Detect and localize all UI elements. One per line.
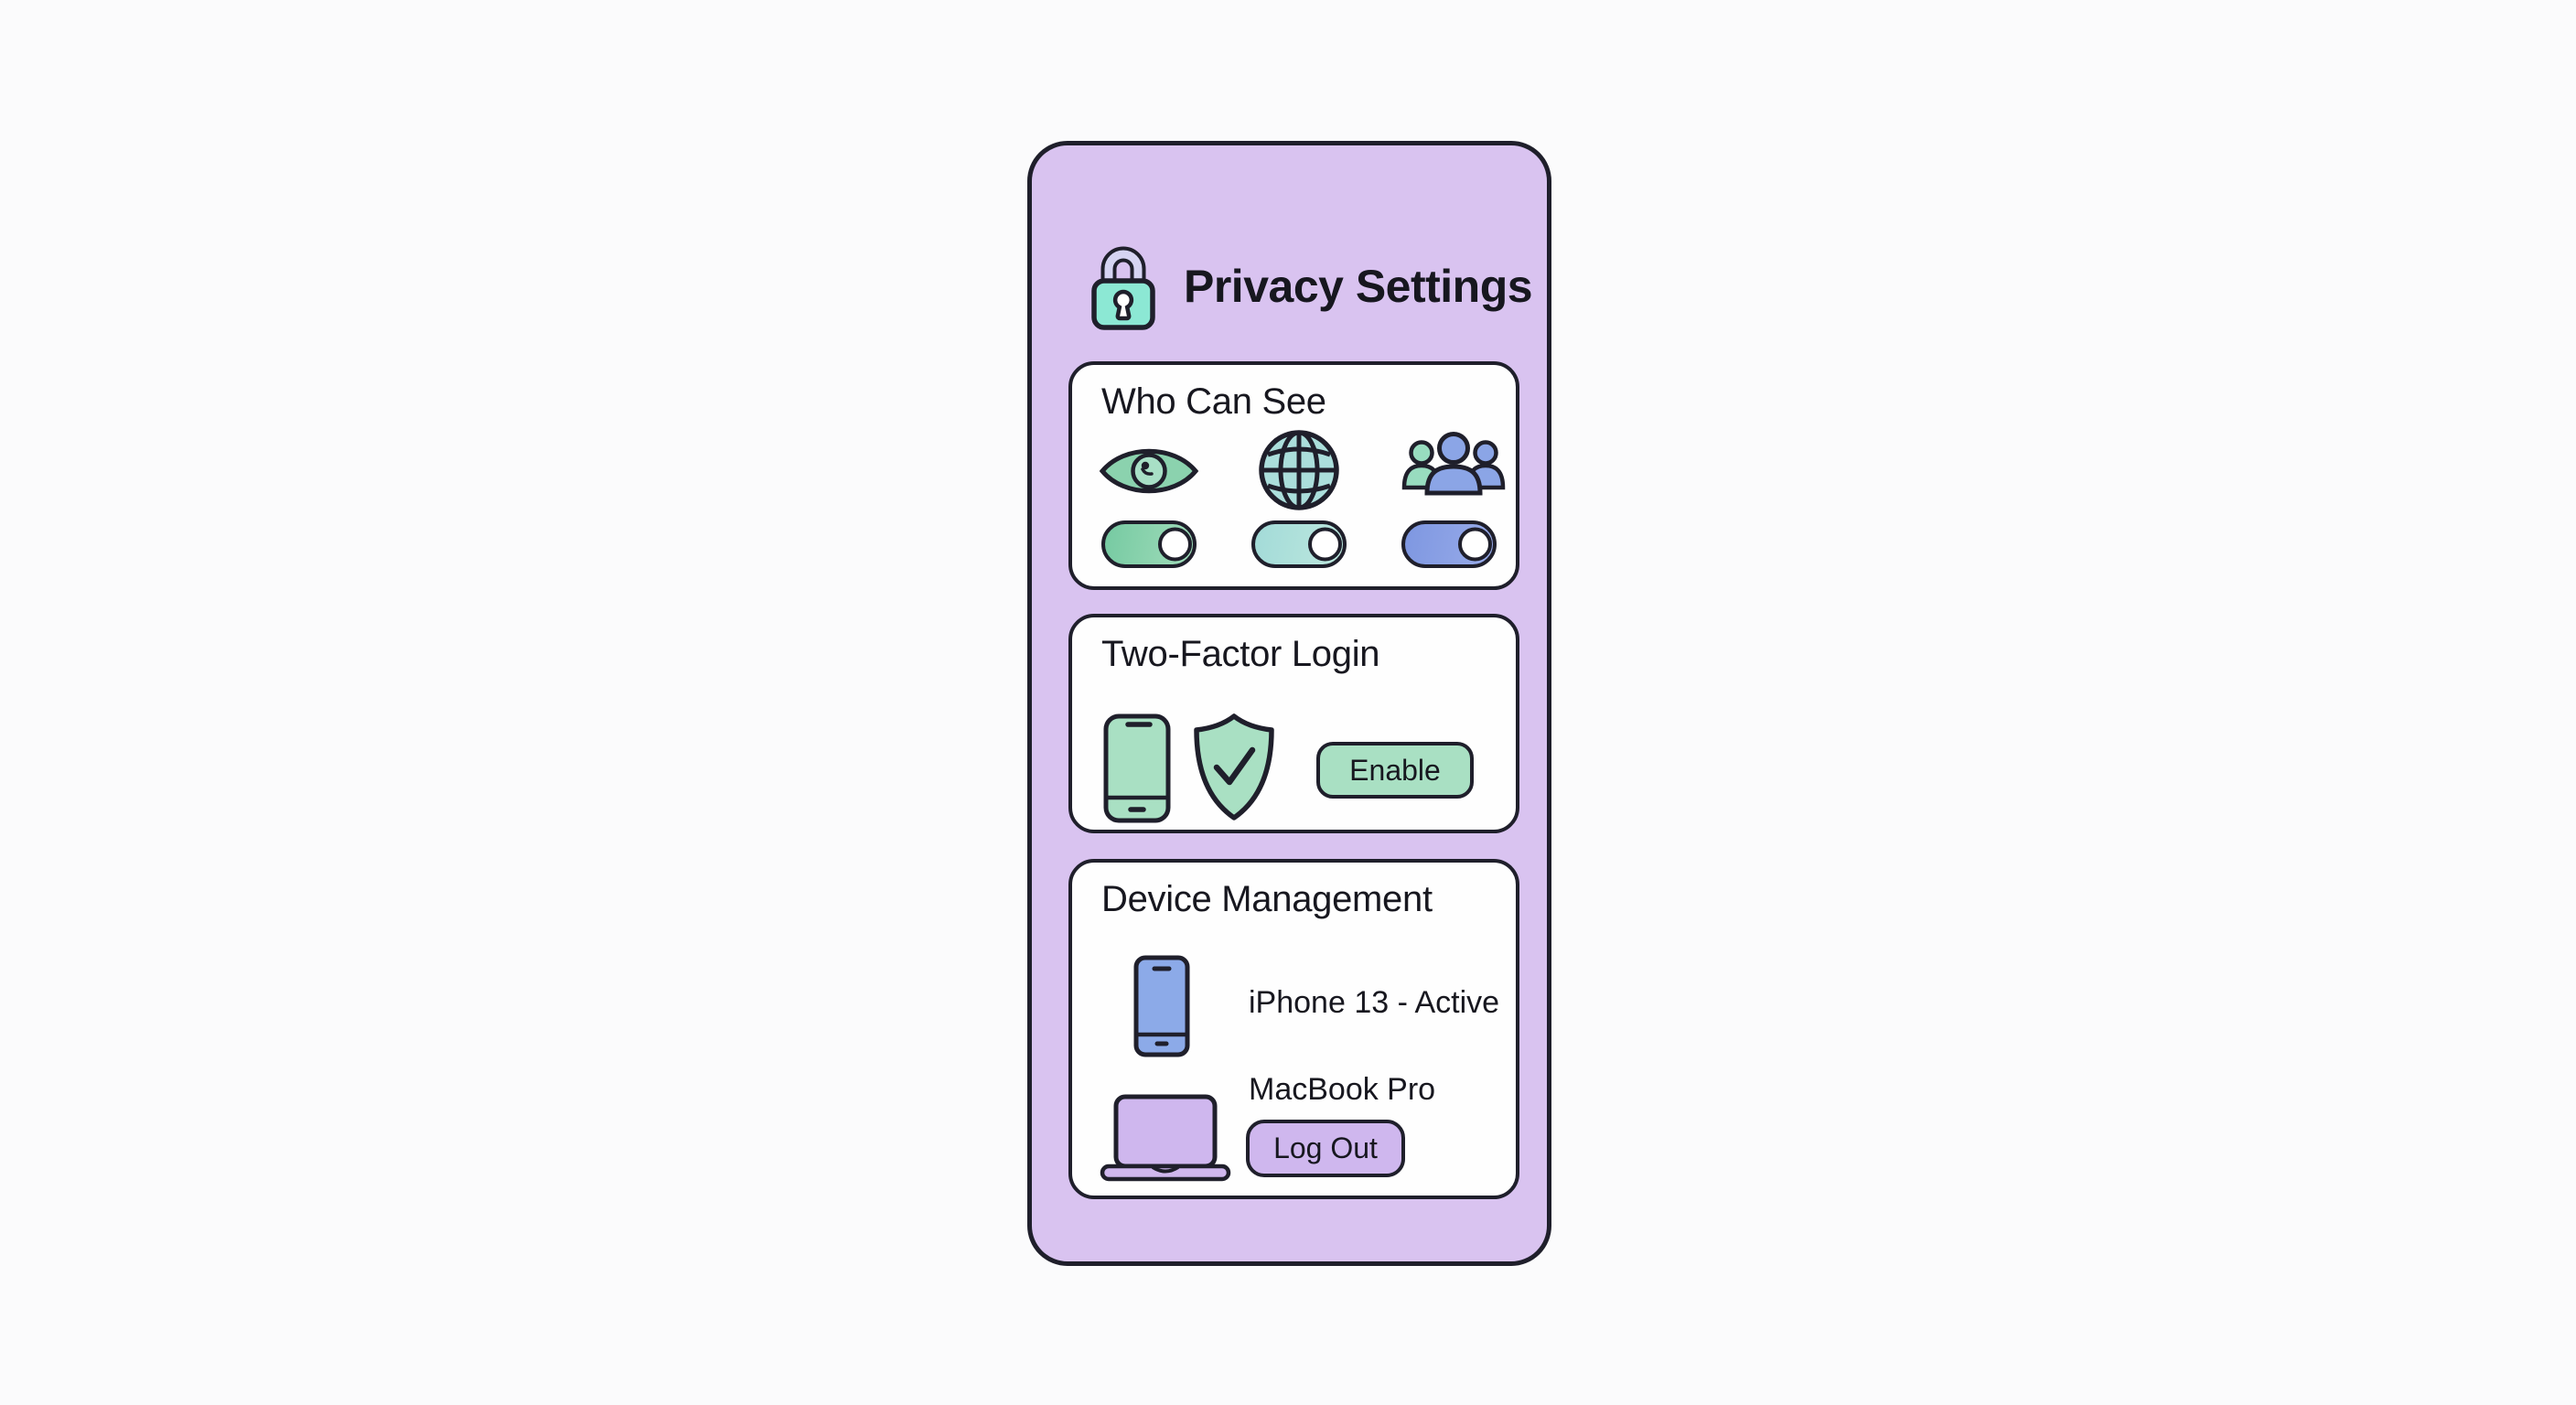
lock-icon	[1089, 241, 1158, 331]
smartphone-icon	[1102, 713, 1172, 829]
two-factor-title: Two-Factor Login	[1101, 634, 1380, 674]
who-can-see-title: Who Can See	[1101, 381, 1326, 422]
privacy-settings-card: Privacy Settings Who Can See	[1027, 141, 1551, 1266]
smartphone-icon	[1132, 954, 1191, 1063]
logout-button[interactable]: Log Out	[1246, 1120, 1405, 1177]
device-management-title: Device Management	[1101, 879, 1433, 919]
visibility-toggle-globe[interactable]	[1251, 520, 1347, 568]
toggle-knob	[1158, 527, 1192, 562]
eye-icon	[1097, 438, 1201, 509]
visibility-toggle-eye[interactable]	[1101, 520, 1197, 568]
globe-icon	[1257, 428, 1341, 517]
page-title: Privacy Settings	[1184, 261, 1533, 312]
shield-check-icon	[1186, 711, 1282, 829]
enable-button[interactable]: Enable	[1316, 742, 1474, 799]
people-icon	[1397, 426, 1510, 515]
device-label-macbook: MacBook Pro	[1249, 1072, 1436, 1107]
toggle-knob	[1458, 527, 1492, 562]
device-label-iphone: iPhone 13 - Active	[1249, 985, 1500, 1020]
laptop-icon	[1100, 1093, 1231, 1187]
card-header: Privacy Settings	[1089, 241, 1533, 332]
visibility-toggle-people[interactable]	[1401, 520, 1497, 568]
who-can-see-section: Who Can See	[1068, 361, 1519, 590]
two-factor-section: Two-Factor Login Enable	[1068, 614, 1519, 833]
toggle-knob	[1308, 527, 1342, 562]
device-management-section: Device Management iPhone 13 - Active Mac…	[1068, 859, 1519, 1199]
